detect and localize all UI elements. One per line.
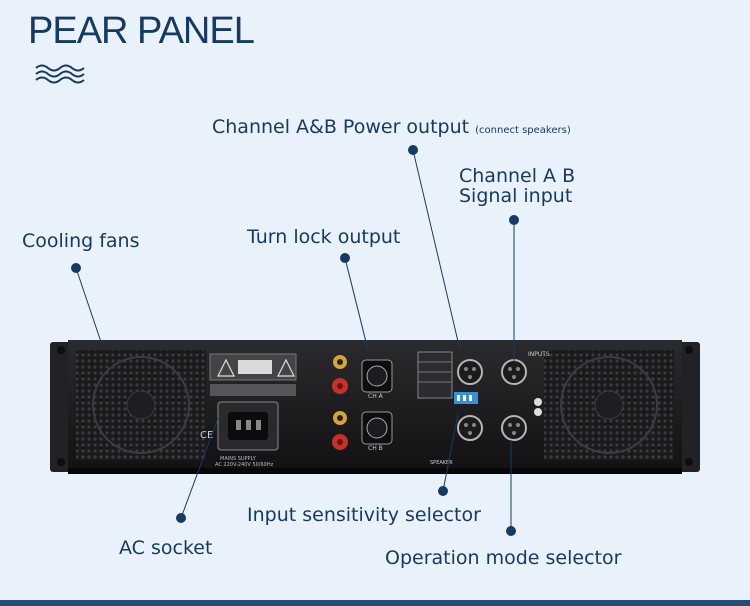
svg-text:INPUTS: INPUTS [528, 351, 550, 358]
mode-switches [534, 398, 542, 416]
xlr-output-ch-b [457, 415, 483, 441]
dip-switch [454, 392, 478, 404]
callout-dot-mode [506, 526, 516, 536]
svg-text:CH B: CH B [368, 445, 383, 452]
callout-dot-cooling [71, 263, 81, 273]
ce-mark: CE [200, 430, 213, 441]
xlr-output-ch-a [457, 359, 483, 385]
voltage-text: AC 220V-240V 50/60Hz [215, 462, 274, 468]
power-output-note: (connect speakers) [475, 125, 571, 136]
xlr-input-b [501, 415, 527, 441]
sensitivity-label: Input sensitivity selector [247, 504, 481, 526]
speakon-output-b [361, 411, 393, 445]
mains-supply-text: MAINS SUPPLY [220, 456, 257, 462]
sensitivity-table [417, 351, 453, 399]
ac-socket [217, 401, 279, 451]
bottom-strip [0, 600, 750, 606]
turn-lock-label: Turn lock output [247, 226, 401, 248]
page-title: PEAR PANEL [28, 10, 255, 52]
waves-icon [35, 64, 85, 84]
callout-dot-signal [509, 215, 519, 225]
callout-dot-power [408, 145, 418, 155]
rack-ear-left [50, 342, 72, 472]
cooling-fans-label: Cooling fans [22, 230, 140, 252]
operation-mode-label: Operation mode selector [385, 547, 622, 569]
callout-dot-ac [176, 513, 186, 523]
amplifier-rear-panel: CE MAINS SUPPLY AC 220V-240V 50/60Hz CH … [50, 340, 700, 474]
binding-posts [332, 355, 348, 450]
ac-socket-label: AC socket [119, 537, 213, 559]
power-output-label: Channel A&B Power output (connect speake… [212, 117, 571, 141]
rack-ear-right [678, 342, 700, 472]
signal-input-label-line2: Signal input [459, 185, 573, 207]
svg-text:CH A: CH A [368, 393, 384, 400]
cooling-fan-right [544, 350, 674, 460]
callout-dot-sensitivity [438, 486, 448, 496]
signal-input-label-line1: Channel A B [459, 165, 576, 187]
power-output-text: Channel A&B Power output [212, 116, 470, 138]
callout-dot-turnlock [340, 253, 350, 263]
svg-text:SPEAKER: SPEAKER [430, 460, 453, 466]
cooling-fan-left [76, 350, 206, 460]
speakon-output-a [361, 359, 393, 393]
